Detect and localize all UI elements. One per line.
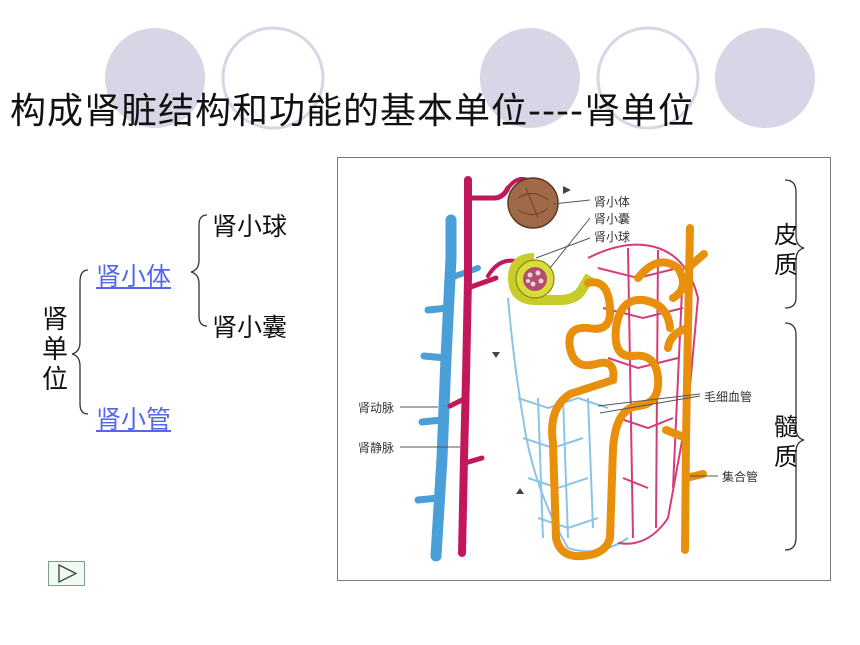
flow-arrows bbox=[492, 186, 571, 494]
nephron-illustration bbox=[400, 176, 805, 562]
corpuscle-bracket bbox=[190, 214, 208, 327]
diagram-glomerulus-label: 肾小球 bbox=[594, 230, 631, 244]
diagram-corpuscle-label: 肾小体 bbox=[594, 195, 631, 209]
tubule-link[interactable]: 肾小管 bbox=[96, 405, 172, 434]
nephron-label: 肾单位 bbox=[41, 305, 68, 395]
diagram-collecting-duct-label: 集合管 bbox=[722, 470, 759, 484]
tubule-illustration bbox=[548, 258, 687, 561]
medulla-label: 髓质 bbox=[774, 413, 798, 471]
diagram-capsule-label: 肾小囊 bbox=[594, 212, 631, 226]
header-circle bbox=[105, 28, 205, 128]
diagram-vein-label: 肾静脉 bbox=[358, 441, 395, 455]
glomerulus-label: 肾小球 bbox=[212, 212, 288, 241]
zone-braces bbox=[784, 179, 805, 551]
capsule-label: 肾小囊 bbox=[212, 313, 288, 342]
nephron-diagram: 肾小体 肾小囊 肾小球 肾动脉 肾静脉 毛细血管 集合管 皮质 髓质 bbox=[337, 157, 831, 581]
corpuscle-illustration bbox=[507, 177, 559, 229]
header-circles bbox=[105, 26, 815, 130]
header-circle bbox=[596, 26, 700, 130]
header-circle bbox=[221, 26, 325, 130]
diagram-capillary-label: 毛细血管 bbox=[704, 390, 753, 404]
header-circle bbox=[480, 28, 580, 128]
renal-vein bbox=[414, 214, 481, 562]
capsule-illustration bbox=[507, 253, 595, 305]
corpuscle-link[interactable]: 肾小体 bbox=[96, 262, 172, 291]
play-triangle-icon bbox=[58, 563, 78, 584]
leader-lines bbox=[400, 199, 718, 477]
renal-artery bbox=[447, 176, 536, 557]
collecting-duct-illustration bbox=[662, 224, 708, 554]
page-title: 构成肾脏结构和功能的基本单位----肾单位 bbox=[10, 91, 695, 132]
cortex-label: 皮质 bbox=[774, 221, 798, 279]
header-circle bbox=[715, 28, 815, 128]
diagram-artery-label: 肾动脉 bbox=[358, 401, 395, 415]
root-bracket bbox=[71, 269, 89, 415]
play-button[interactable] bbox=[48, 561, 85, 586]
